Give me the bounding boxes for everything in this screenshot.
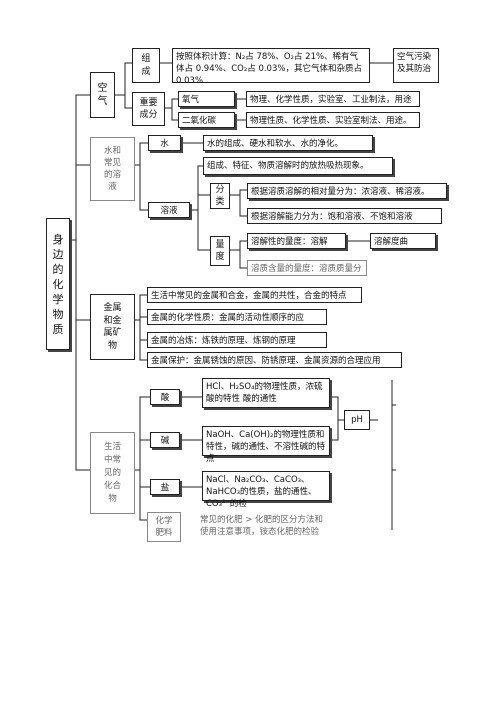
water-text: 水的组成、硬水和软水、水的净化。 [203, 135, 373, 151]
ph-node: pH [344, 410, 370, 430]
air-important-label: 重要 成分 [132, 92, 165, 126]
base-node: 碱 [150, 432, 180, 448]
metals-node: 金属 和金 属矿 物 [90, 294, 135, 360]
oxygen-properties: 物理、化学性质，实验室、工业制法，用途 [246, 91, 420, 107]
salt-node: 盐 [150, 479, 180, 495]
metals-common: 生活中常见的金属和合金，金属的共性，合金的特点 [147, 287, 362, 303]
metals-chemical: 金属的化学性质：金属的活动性顺序的应 [147, 309, 327, 325]
metals-protection: 金属保护：金属锈蚀的原因、防锈原理、金属资源的合理应用 [147, 352, 402, 368]
measure-label: 量 度 [210, 236, 230, 266]
metals-smelting: 金属的冶炼：炼铁的原理、炼钢的原理 [147, 332, 327, 348]
fertilizer-text: 常见的化肥 > 化肥的区分方法和 使用注意事项，铵态化肥的检验 [200, 514, 328, 560]
base-text: NaOH、Ca(OH)₂的物理性质和特性，碱的通性、不溶性碱的特点 [202, 426, 330, 464]
classify-label: 分 类 [210, 183, 230, 209]
water-node: 水 [148, 135, 181, 151]
oxygen-node: 氧气 [178, 91, 235, 107]
acid-text: HCl、H₂SO₄的物理性质，浓硫酸的特性 酸的通性 [202, 378, 330, 408]
water-solution-node: 水和 常见 的溶 液 [90, 137, 135, 201]
classify-by-amount: 根据溶质溶解的相对量分为：浓溶液、稀溶液。 [247, 183, 447, 199]
air-composition-text: 按照体积计算：N₂占 78%、O₂占 21%、稀有气体占 0.94%、CO₂占 … [172, 48, 370, 86]
solution-text: 组成、特征、物质溶解时的放热吸热现象。 [203, 157, 393, 175]
root-node: 身 边 的 化 学 物 质 [46, 218, 70, 350]
salt-text: NaCl、Na₂CO₃、CaCO₃、NaHCO₃的性质，盐的通性、CO₃²⁻的检 [202, 471, 330, 509]
air-node: 空 气 [90, 72, 115, 118]
acid-node: 酸 [150, 389, 180, 405]
co2-node: 二氧化碳 [178, 112, 235, 128]
solubility-measure: 溶解性的量度：溶解 [247, 233, 346, 249]
mass-fraction: 溶质含量的量度：溶质质量分 [247, 260, 367, 276]
solubility-curve: 溶解度曲 [370, 233, 436, 249]
fertilizer-node: 化学 肥料 [147, 512, 181, 542]
solution-node: 溶液 [148, 202, 190, 218]
compounds-node: 生活 中常 见的 化合 物 [90, 432, 135, 514]
classify-by-ability: 根据溶解能力分为：饱和溶液、不饱和溶液 [247, 208, 442, 224]
air-pollution: 空气污染及其防治 [393, 48, 439, 83]
co2-properties: 物理性质、化学性质、实验室制法、用途。 [246, 112, 420, 128]
air-composition-label: 组 成 [132, 48, 160, 83]
